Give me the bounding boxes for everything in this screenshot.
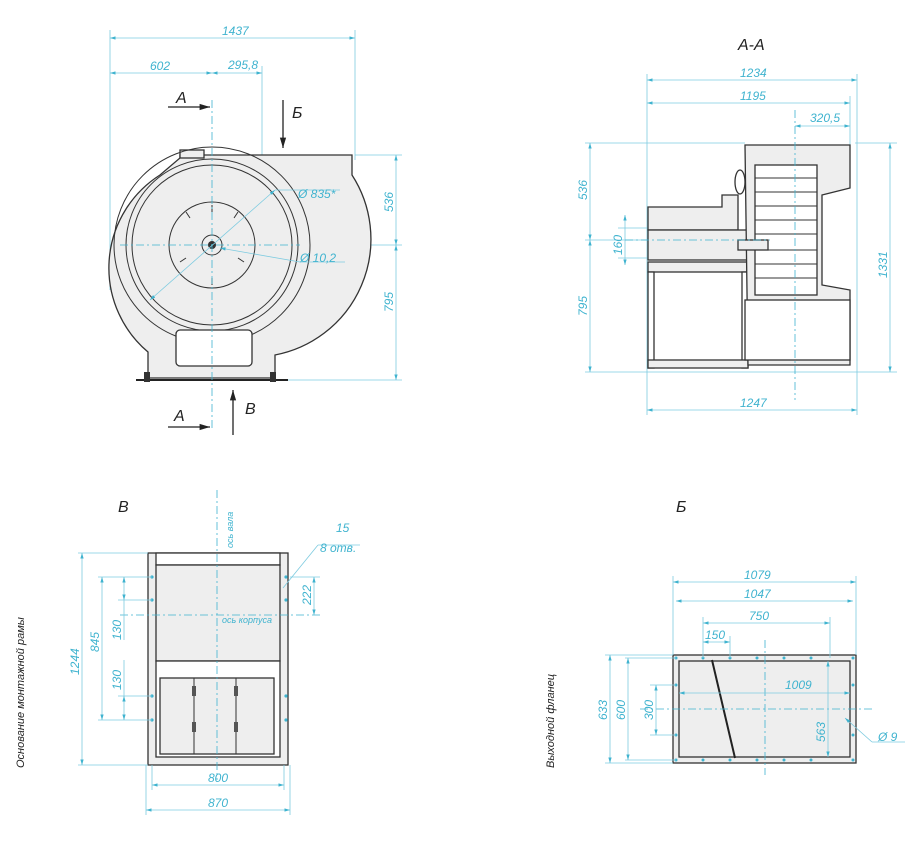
section-label-a-bottom: А bbox=[173, 408, 185, 425]
dim-1234: 1234 bbox=[740, 66, 767, 80]
dim-633: 633 bbox=[596, 700, 610, 720]
dim-795-aa: 795 bbox=[576, 296, 590, 316]
dim-15: 15 bbox=[336, 521, 350, 535]
dim-300: 300 bbox=[642, 700, 656, 720]
dim-160: 160 bbox=[611, 235, 625, 255]
view-v-title: В bbox=[118, 499, 129, 516]
dim-563: 563 bbox=[814, 722, 828, 742]
dim-130-lower: 130 bbox=[110, 670, 124, 690]
dim-dia-9: Ø 9 bbox=[877, 730, 898, 744]
view-b: Б Выходной фланец 1079 1047 750 150 bbox=[545, 499, 905, 775]
view-label-v-bottom: В bbox=[245, 401, 256, 418]
dim-dia-10-2: Ø 10,2 bbox=[299, 251, 336, 265]
dim-1437: 1437 bbox=[222, 24, 250, 38]
dim-150: 150 bbox=[705, 628, 725, 642]
section-label-a-top: А bbox=[175, 90, 187, 107]
dim-536-front: 536 bbox=[382, 192, 396, 212]
dim-602: 602 bbox=[150, 59, 170, 73]
view-b-side-label: Выходной фланец bbox=[545, 674, 557, 768]
dim-536-aa: 536 bbox=[576, 180, 590, 200]
axis-shaft-label: ось вала bbox=[225, 512, 235, 548]
section-aa-view: А-А 1234 1195 320,5 536 795 160 1331 124… bbox=[576, 37, 897, 415]
dim-295-8: 295,8 bbox=[227, 58, 258, 72]
dim-130-upper: 130 bbox=[110, 620, 124, 640]
motor-body bbox=[647, 194, 739, 231]
view-label-b-top: Б bbox=[292, 105, 302, 122]
front-view: 1437 602 295,8 536 795 bbox=[108, 24, 402, 435]
dim-1244: 1244 bbox=[68, 648, 82, 675]
dim-1047: 1047 bbox=[744, 587, 772, 601]
view-v: В Основание монтажной рамы ось вала ось … bbox=[15, 490, 360, 815]
dim-600: 600 bbox=[614, 700, 628, 720]
dim-795-front: 795 bbox=[382, 292, 396, 312]
dim-750: 750 bbox=[749, 609, 769, 623]
dim-8-holes: 8 отв. bbox=[320, 541, 356, 555]
dim-1195: 1195 bbox=[740, 89, 766, 103]
view-v-side-label: Основание монтажной рамы bbox=[15, 617, 27, 768]
dim-1009: 1009 bbox=[785, 678, 812, 692]
section-aa-title: А-А bbox=[737, 37, 765, 54]
dim-320-5: 320,5 bbox=[810, 111, 840, 125]
dim-dia-835: Ø 835* bbox=[297, 187, 336, 201]
dim-1331: 1331 bbox=[876, 251, 890, 278]
view-b-title: Б bbox=[676, 499, 686, 516]
axis-body-label: ось корпуса bbox=[222, 615, 272, 625]
dim-800: 800 bbox=[208, 771, 228, 785]
dim-1079: 1079 bbox=[744, 568, 771, 582]
dim-1247: 1247 bbox=[740, 396, 768, 410]
dim-222: 222 bbox=[300, 585, 314, 606]
dim-870: 870 bbox=[208, 796, 228, 810]
dim-845: 845 bbox=[88, 632, 102, 652]
